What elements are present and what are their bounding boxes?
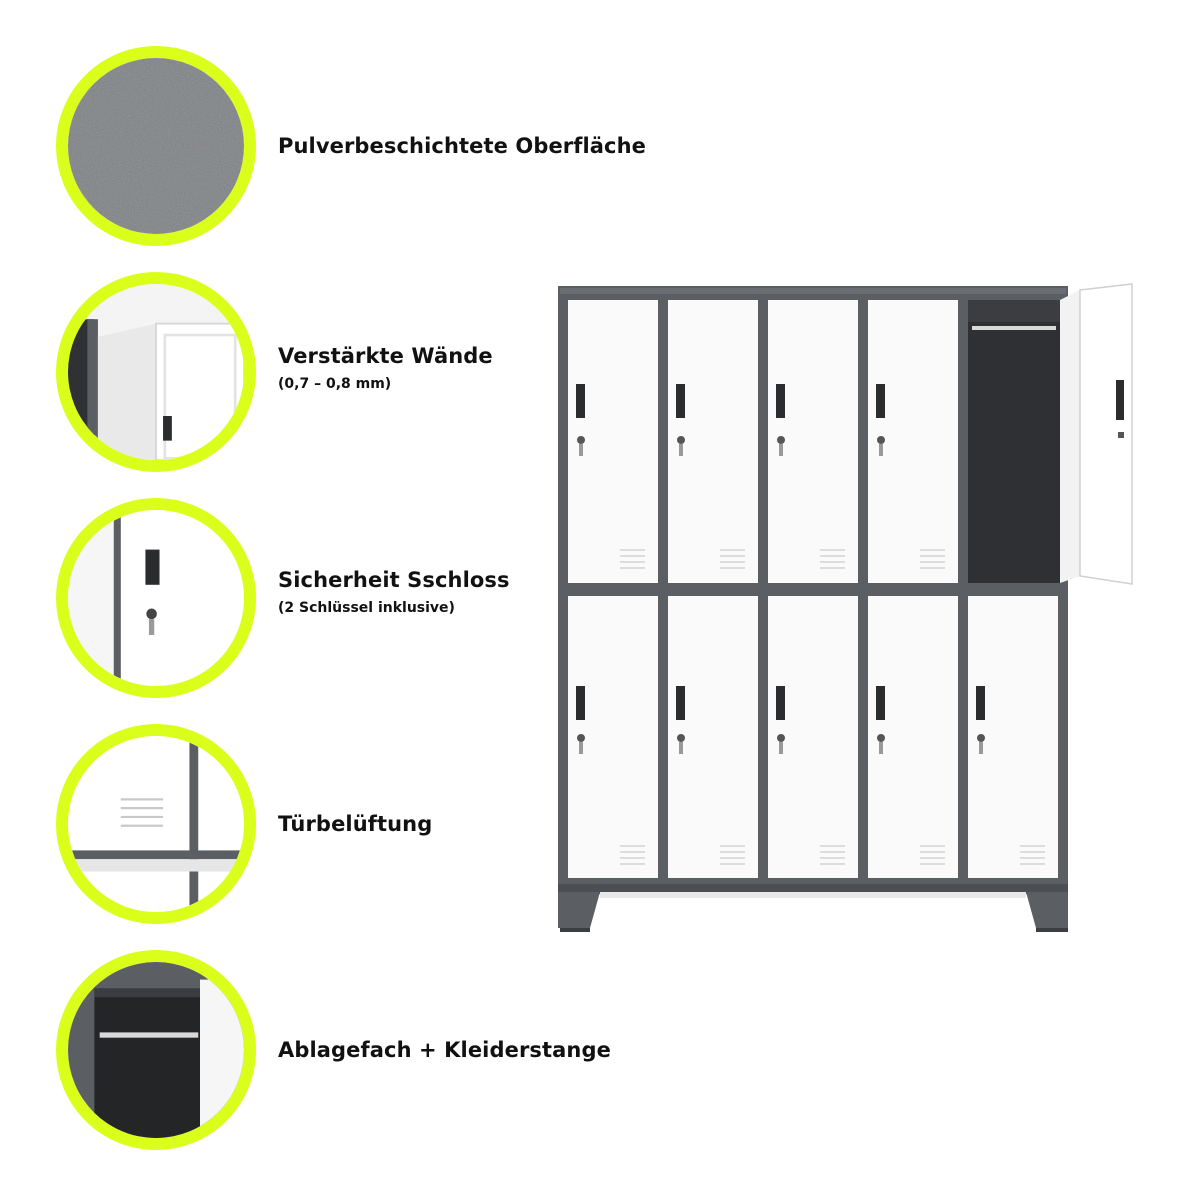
feature-reinforced-walls: Verstärkte Wände (0,7 – 0,8 mm) <box>56 272 736 482</box>
locker-door-top-1[interactable] <box>568 300 658 583</box>
feature-subtitle: (2 Schlüssel inklusive) <box>278 600 455 616</box>
locker-door-top-2[interactable] <box>668 300 758 583</box>
locker-door-bottom-1[interactable] <box>568 596 658 878</box>
feature-title: Pulverbeschichtete Oberfläche <box>278 134 647 158</box>
feature-title: Sicherheit Sschloss <box>278 568 510 592</box>
shelf-and-rail-icon <box>56 950 256 1150</box>
reinforced-walls-icon <box>56 272 256 472</box>
locker-door-bottom-3[interactable] <box>768 596 858 878</box>
locker-door-bottom-4[interactable] <box>868 596 958 878</box>
feature-shelf-rail: Ablagefach + Kleiderstange <box>56 950 736 1160</box>
security-lock-icon <box>56 498 256 698</box>
locker-open-door[interactable] <box>1060 283 1133 585</box>
feature-title: Türbelüftung <box>278 812 433 836</box>
feature-subtitle: (0,7 – 0,8 mm) <box>278 376 392 392</box>
door-ventilation-icon <box>56 724 256 924</box>
locker-product-image <box>540 272 1160 942</box>
feature-title: Verstärkte Wände <box>278 344 493 368</box>
feature-powder-coating: Pulverbeschichtete Oberfläche <box>56 46 736 256</box>
feature-security-lock: Sicherheit Sschloss (2 Schlüssel inklusi… <box>56 498 736 708</box>
feature-title: Ablagefach + Kleiderstange <box>278 1038 611 1062</box>
feature-door-ventilation: Türbelüftung <box>56 724 736 934</box>
locker-door-top-4[interactable] <box>868 300 958 583</box>
locker-open-compartment <box>968 300 1060 583</box>
locker-door-bottom-2[interactable] <box>668 596 758 878</box>
powder-coated-surface-icon <box>56 46 256 246</box>
locker-door-bottom-5[interactable] <box>968 596 1058 878</box>
locker-base <box>558 884 1068 932</box>
locker-door-top-3[interactable] <box>768 300 858 583</box>
